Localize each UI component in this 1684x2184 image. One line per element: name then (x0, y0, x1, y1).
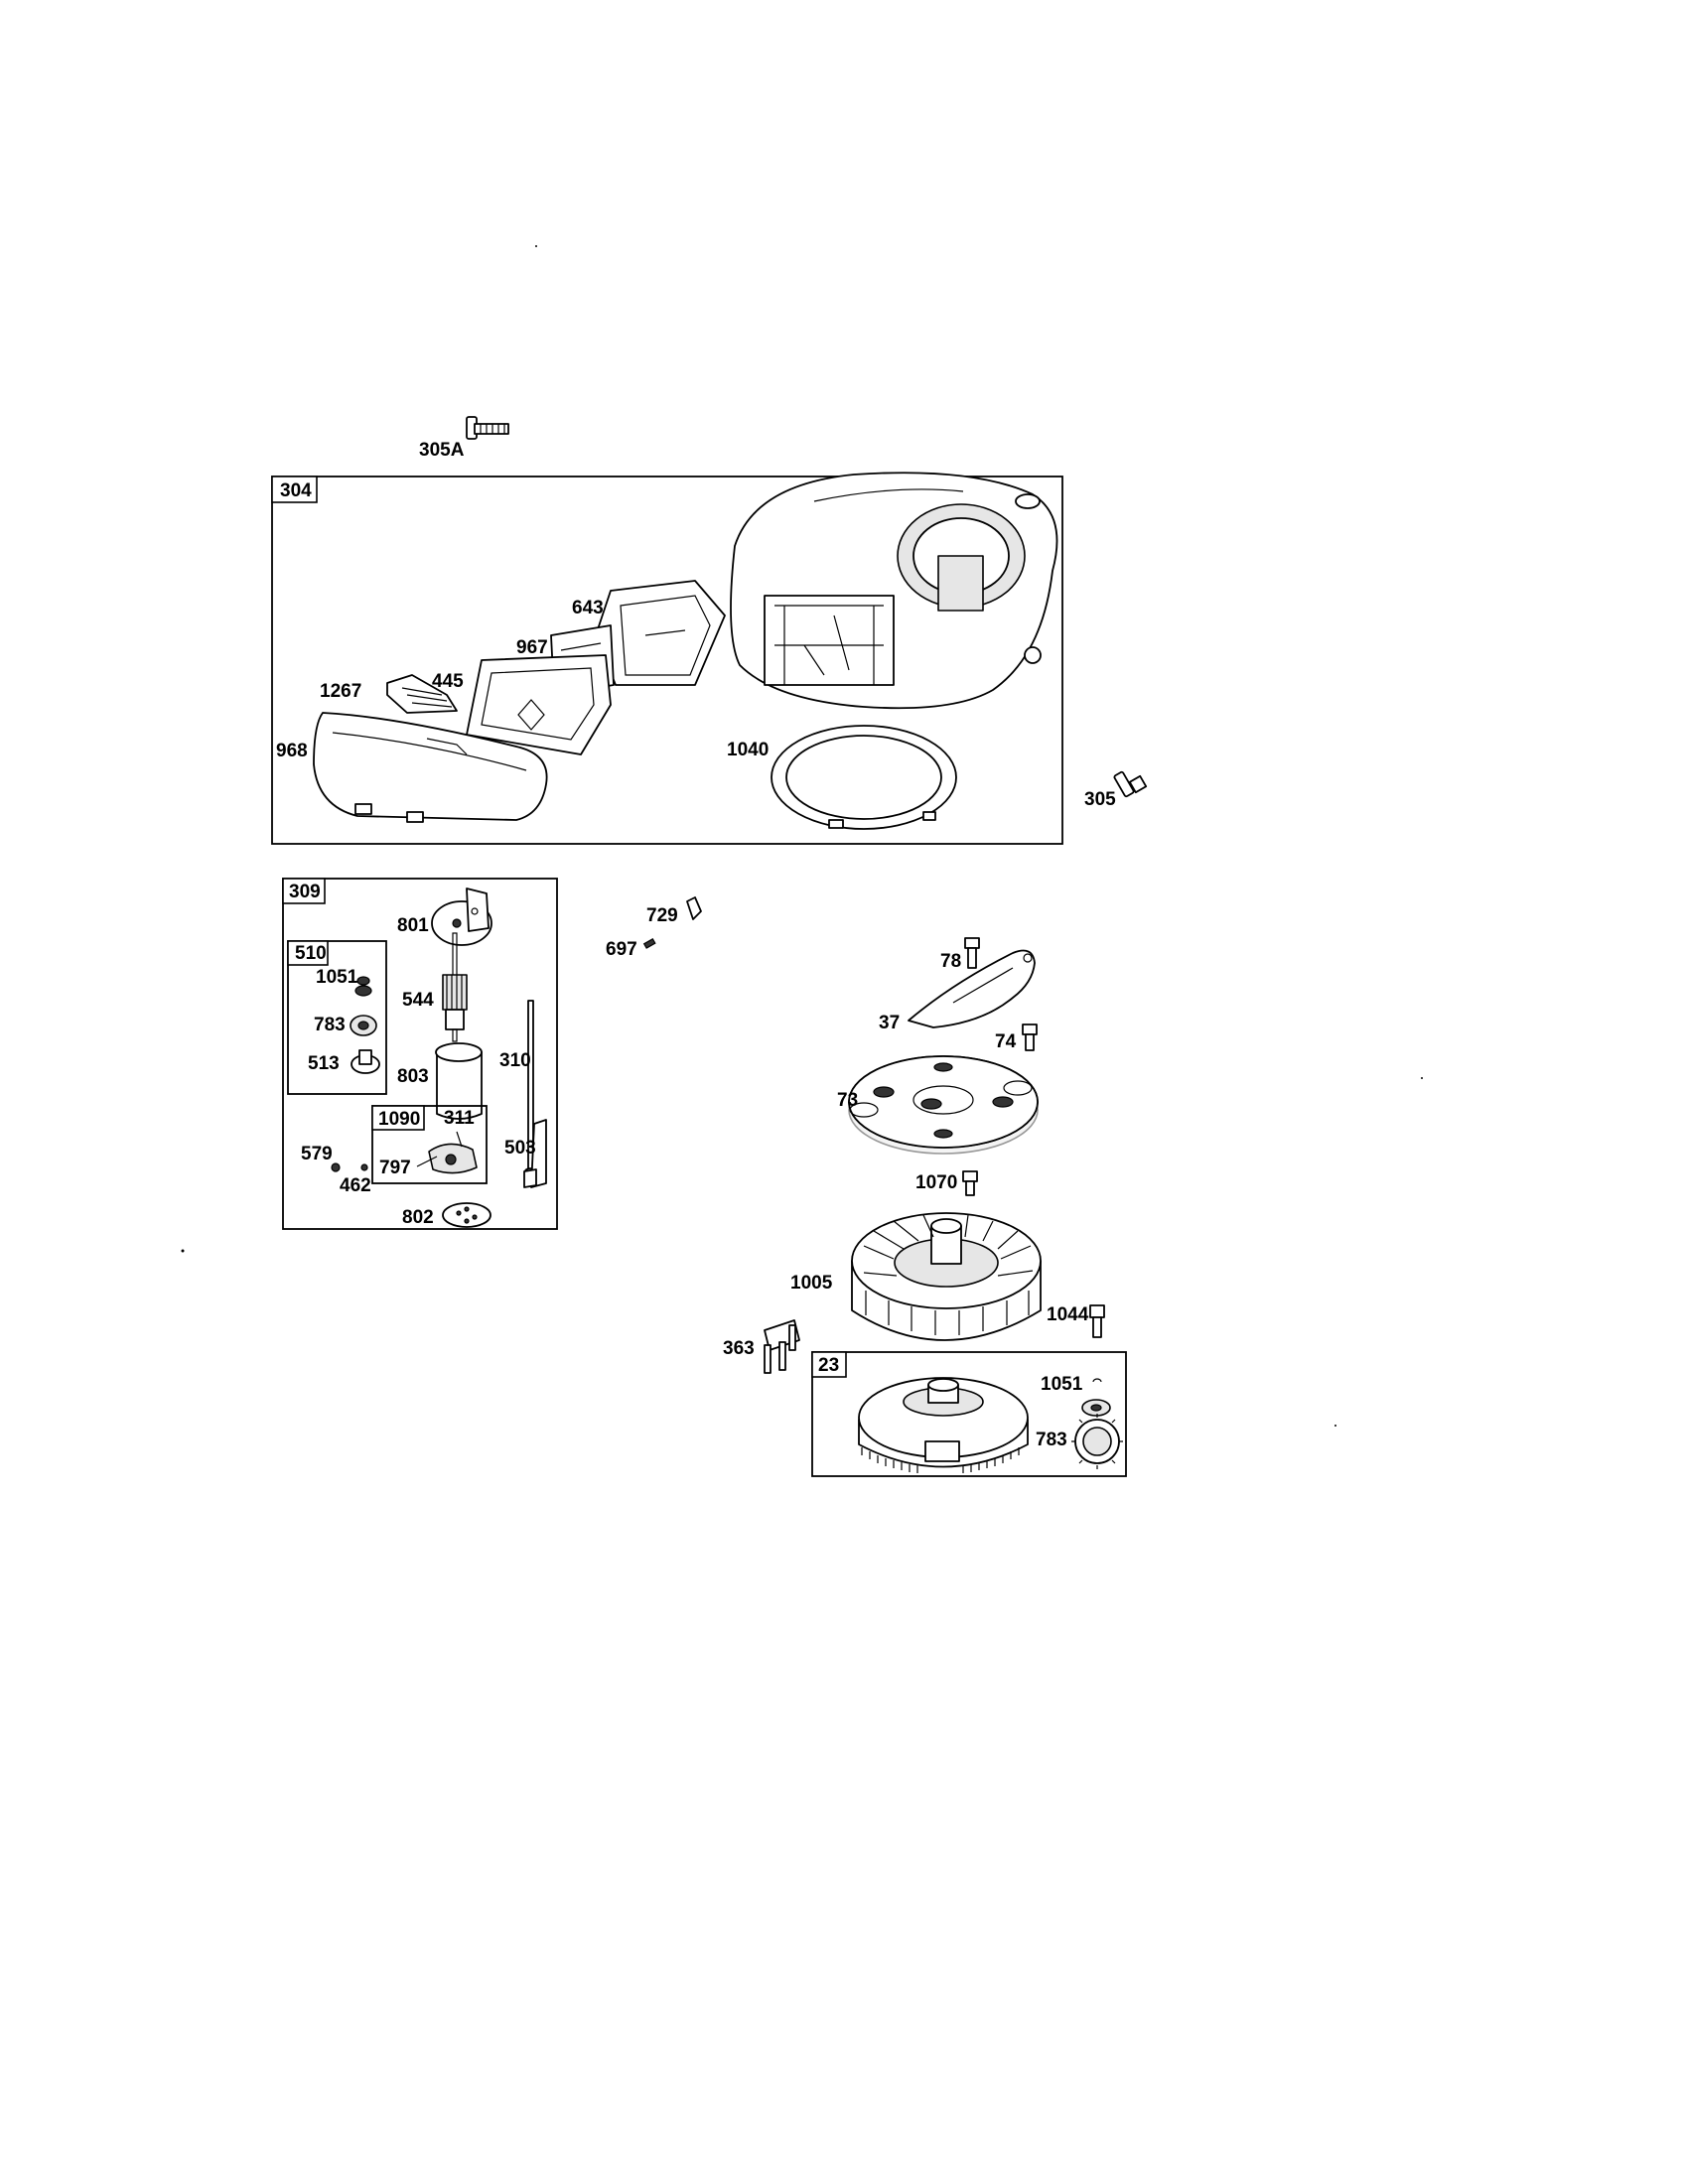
label-1044: 1044 (1047, 1304, 1089, 1325)
label-311: 311 (444, 1108, 475, 1129)
label-1267: 1267 (320, 681, 361, 702)
assembly-box-304 (271, 476, 1063, 845)
label-78: 78 (940, 951, 961, 972)
gear-783-flywheel-icon (1071, 1414, 1123, 1469)
tag-box-304 (271, 476, 318, 503)
blower-housing-icon (730, 472, 1058, 710)
nut-579-icon (331, 1162, 341, 1172)
label-462: 462 (340, 1175, 371, 1196)
label-73: 73 (837, 1090, 858, 1111)
spring-1051-icon (354, 976, 372, 997)
label-305: 305 (1084, 789, 1116, 810)
rotating-screen-73-icon (848, 1055, 1039, 1155)
speck (535, 245, 537, 247)
bolt-305-icon (1113, 770, 1148, 798)
speck (1421, 1077, 1423, 1079)
flywheel-23-icon (858, 1377, 1029, 1473)
label-579: 579 (301, 1144, 333, 1164)
shield-37-icon (908, 949, 1036, 1028)
label-1051-starter: 1051 (316, 967, 358, 988)
assembly-box-1090 (371, 1105, 488, 1184)
label-510: 510 (295, 943, 327, 964)
tag-box-510 (287, 940, 329, 966)
label-1040: 1040 (727, 740, 769, 760)
label-1005: 1005 (790, 1273, 833, 1294)
label-445: 445 (432, 671, 464, 692)
clip-729-icon (686, 896, 702, 920)
label-304: 304 (280, 480, 312, 501)
label-544: 544 (402, 990, 434, 1011)
bolt-78-icon (964, 937, 980, 969)
label-37: 37 (879, 1013, 900, 1033)
cooling-fan-1005-icon (851, 1212, 1042, 1341)
tag-box-23 (811, 1351, 847, 1378)
label-697: 697 (606, 939, 637, 960)
label-729: 729 (646, 905, 678, 926)
label-23: 23 (818, 1355, 839, 1376)
motor-housing-803-icon (435, 1042, 483, 1120)
label-310: 310 (499, 1050, 531, 1071)
bracket-503-icon (523, 1119, 547, 1188)
tag-box-1090 (371, 1105, 425, 1131)
label-783-starter: 783 (314, 1015, 346, 1035)
air-duct-643-icon (595, 580, 726, 686)
label-309: 309 (289, 882, 321, 902)
label-803: 803 (397, 1066, 429, 1087)
bolt-74-icon (1022, 1024, 1038, 1051)
label-1070: 1070 (915, 1172, 957, 1193)
label-1051-flywheel: 1051 (1041, 1374, 1083, 1395)
label-74: 74 (995, 1031, 1017, 1052)
bolt-1070-icon (962, 1170, 978, 1196)
assembly-box-23 (811, 1351, 1127, 1477)
armature-544-icon (442, 932, 468, 1042)
label-968: 968 (276, 741, 308, 761)
tag-box-309 (282, 878, 326, 904)
speck (181, 1249, 185, 1253)
assembly-box-510 (287, 940, 387, 1095)
label-967: 967 (516, 637, 548, 658)
bolt-1044-icon (1089, 1304, 1105, 1338)
label-513: 513 (308, 1053, 340, 1074)
label-643: 643 (572, 598, 604, 618)
speck (1334, 1425, 1336, 1427)
end-cap-801-icon (431, 887, 492, 946)
seal-ring-1040-icon (771, 725, 957, 830)
air-filter-445-icon (466, 654, 612, 755)
ignition-armature-363-icon (764, 1319, 800, 1374)
bolt-305A-icon (466, 416, 509, 440)
label-797: 797 (379, 1158, 411, 1178)
label-363: 363 (723, 1338, 755, 1359)
pre-cleaner-1267-icon (386, 674, 458, 714)
washer-462-icon (360, 1163, 368, 1171)
air-cleaner-cover-968-icon (313, 712, 548, 823)
screw-697-icon (642, 937, 656, 949)
end-plate-802-icon (442, 1202, 491, 1228)
label-305A: 305A (419, 440, 465, 461)
brush-holder-797-icon (416, 1131, 478, 1174)
label-801: 801 (397, 915, 429, 936)
gear-783-starter-icon (350, 1015, 377, 1036)
assembly-box-309 (282, 878, 558, 1230)
label-802: 802 (402, 1207, 434, 1228)
label-503: 503 (504, 1138, 536, 1159)
clip-1051-flywheel-icon (1081, 1378, 1111, 1417)
label-783-flywheel: 783 (1036, 1430, 1067, 1450)
pinion-513-icon (351, 1049, 380, 1074)
label-1090: 1090 (378, 1109, 420, 1130)
